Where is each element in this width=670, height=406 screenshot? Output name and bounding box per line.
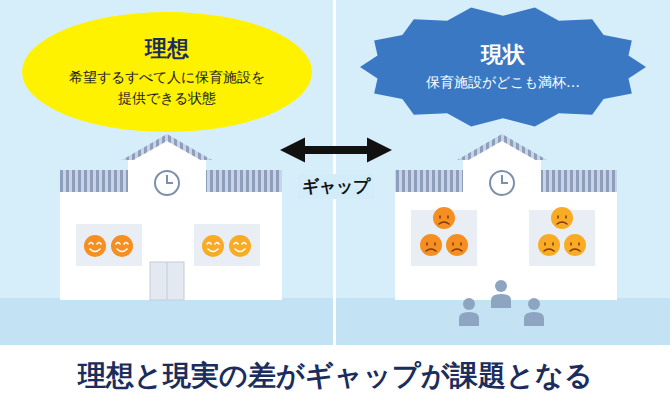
sad-faces [420,207,586,256]
ideal-bubble: 理想希望するすべて人に保育施設を 提供できる状態 [22,12,312,132]
starburst-outline [360,6,646,128]
bubble-heading: 現状 [481,40,525,69]
bubble-text: 保育施設がどこも満杯… [426,72,580,94]
edge-label: ギャップ [298,174,374,199]
caption-text: 理想と現実の差がギャップが課題となる [0,345,670,406]
nursery-building [395,134,617,300]
waiting-people [459,280,544,326]
happy-faces [84,235,251,257]
gap-arrow [290,146,382,154]
bubble-text: 希望するすべて人に保育施設を 提供できる状態 [65,67,270,110]
ellipse-fill [22,12,312,132]
starburst-fill [360,8,646,127]
reality-burst: 現状保育施設がどこも満杯… [360,6,646,128]
nursery-building [60,134,282,300]
bubble-heading: 理想 [145,34,189,63]
